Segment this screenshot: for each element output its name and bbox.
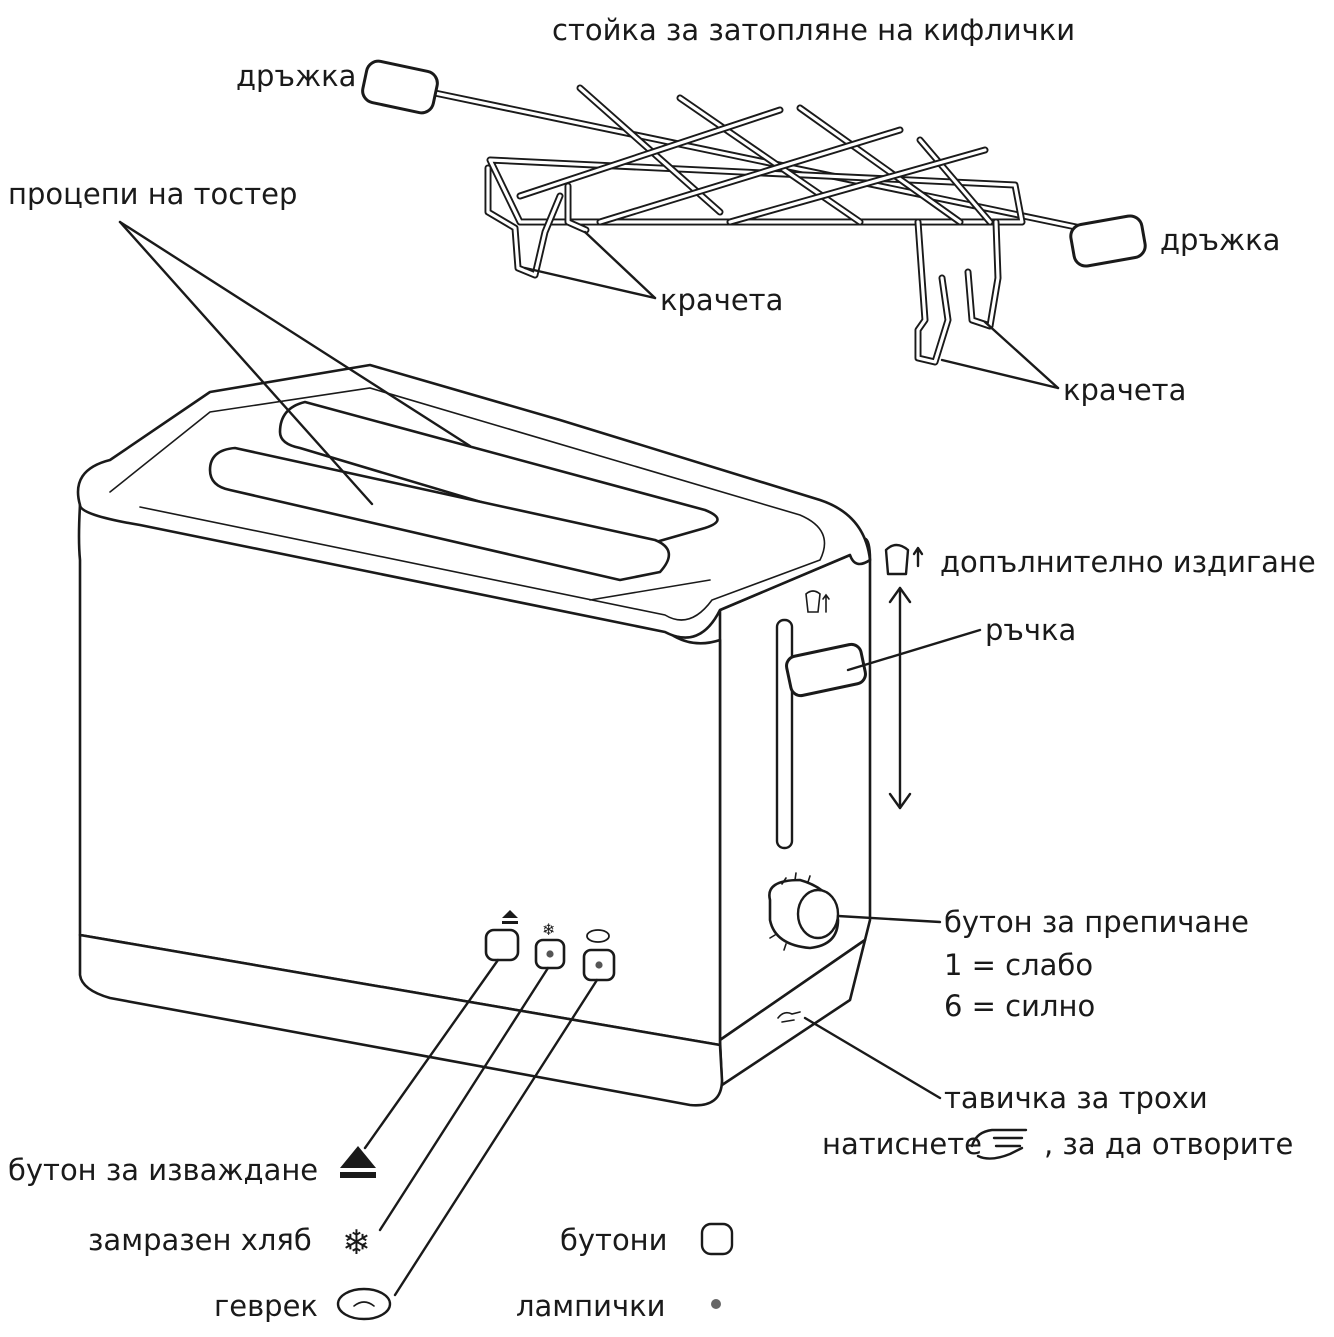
bread-lift-icon-small bbox=[805, 590, 830, 613]
rack-handle-right bbox=[1069, 214, 1147, 268]
browning-knob-label: бутон за препичане bbox=[944, 905, 1249, 939]
bagel-icon bbox=[336, 1287, 392, 1321]
rack-handle-left bbox=[361, 59, 439, 115]
crumb-press-after-label: , за да отворите bbox=[1044, 1127, 1293, 1161]
toaster-top-edge bbox=[589, 579, 711, 601]
bagel-control bbox=[582, 929, 616, 982]
labels: стойка за затопляне на кифлички дръжка д… bbox=[8, 13, 1316, 1323]
toaster: ❄ bbox=[76, 363, 872, 1107]
legend-buttons-label: бутони bbox=[560, 1223, 668, 1257]
snowflake-icon: ❄ bbox=[342, 1223, 371, 1263]
crumb-tray-label: тавичка за трохи bbox=[944, 1081, 1208, 1115]
toaster-slot-front bbox=[208, 446, 671, 582]
crumb-press-icon-small bbox=[777, 1011, 801, 1023]
extra-lift-label: допълнително издигане bbox=[940, 545, 1316, 579]
frozen-bread-label: замразен хляб bbox=[88, 1223, 312, 1257]
browning-knob bbox=[768, 872, 840, 951]
rounded-square-icon bbox=[700, 1222, 734, 1256]
browning-low-label: 1 = слабо bbox=[944, 948, 1093, 982]
toaster-top-rim bbox=[109, 387, 826, 621]
rack-wires bbox=[426, 84, 1104, 236]
handle-left-label: дръжка bbox=[236, 59, 356, 93]
front-controls: ❄ bbox=[484, 910, 616, 982]
cancel-button-label: бутон за изваждане bbox=[8, 1153, 318, 1187]
toaster-base-band bbox=[78, 933, 724, 1107]
slots-label: процепи на тостер bbox=[8, 177, 297, 211]
browning-high-label: 6 = силно bbox=[944, 989, 1095, 1023]
dot-icon bbox=[711, 1299, 721, 1309]
frozen-control: ❄ bbox=[534, 920, 566, 970]
rack-label: стойка за затопляне на кифлички bbox=[552, 13, 1075, 47]
warming-rack bbox=[361, 59, 1147, 366]
leader-lines bbox=[118, 220, 1060, 1297]
feet-right-label: крачета bbox=[1063, 373, 1186, 407]
svg-text:❄: ❄ bbox=[542, 920, 555, 939]
legend-lamps-label: лампички bbox=[516, 1289, 666, 1323]
cancel-control bbox=[484, 910, 520, 962]
eject-icon bbox=[340, 1146, 376, 1178]
crumb-press-before-label: натиснете bbox=[822, 1127, 982, 1161]
handle-right-label: дръжка bbox=[1160, 223, 1280, 257]
lever-label: ръчка bbox=[985, 613, 1076, 647]
lever bbox=[785, 642, 867, 698]
feet-left-label: крачета bbox=[660, 283, 783, 317]
bagel-label: геврек bbox=[214, 1289, 318, 1323]
lever-track bbox=[775, 618, 794, 850]
pointing-hand-icon bbox=[970, 1128, 1028, 1160]
bread-lift-icon bbox=[884, 543, 924, 576]
